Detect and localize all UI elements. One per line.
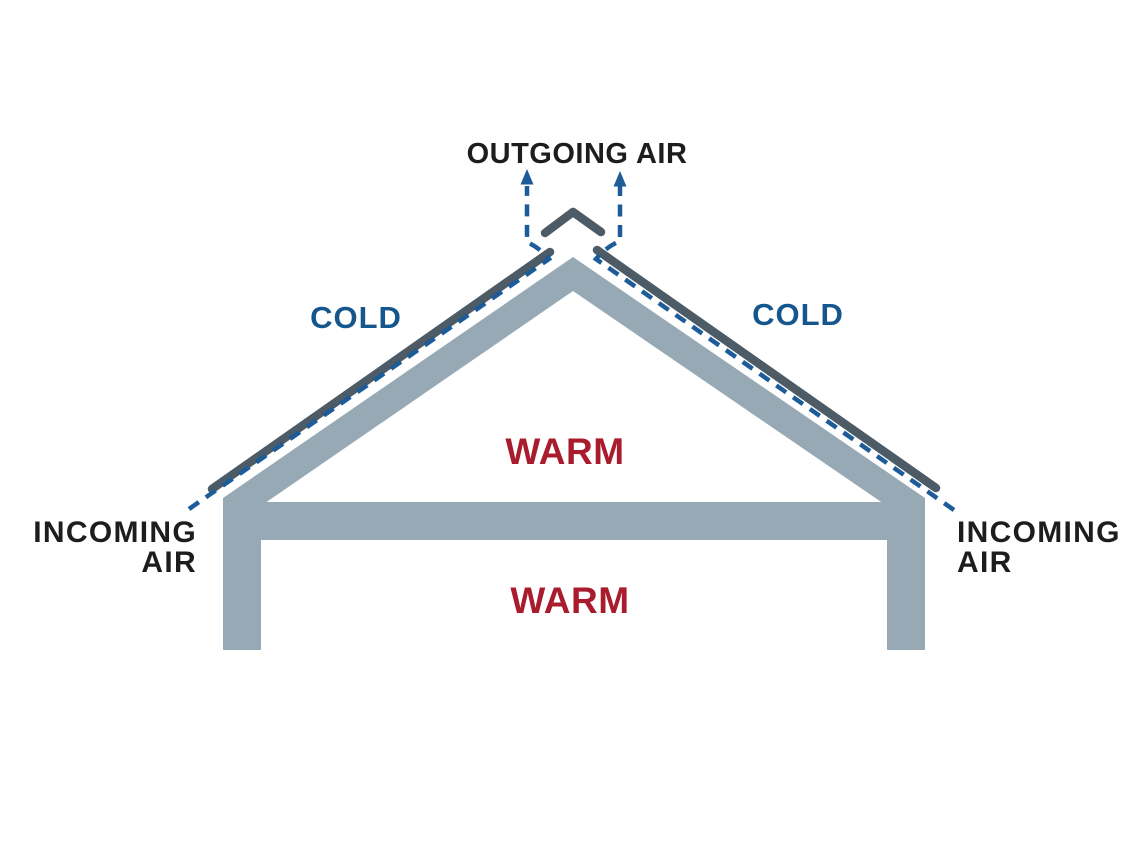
up-arrow-icon-right (613, 171, 627, 187)
left-wall (223, 500, 261, 650)
incoming-air-left-line2: AIR (141, 546, 197, 579)
outgoing-air-label: OUTGOING AIR (467, 138, 688, 170)
cold-label-right: COLD (752, 297, 844, 332)
cold-label-left: COLD (310, 300, 402, 335)
left-rafter-band (223, 257, 573, 532)
incoming-air-label-right: INCOMING AIR (957, 516, 1121, 579)
left-airflow-path (187, 186, 553, 511)
incoming-air-label-left: INCOMING AIR (33, 516, 197, 579)
left-roof-panel (207, 247, 555, 494)
up-arrow-icon-left (520, 169, 534, 185)
right-wall (887, 500, 925, 650)
incoming-air-left-line1: INCOMING (33, 516, 197, 549)
incoming-air-right-line1: INCOMING (957, 516, 1121, 549)
right-roof-panel (592, 245, 941, 493)
right-rafter-band (573, 257, 925, 532)
ridge-cap (540, 207, 606, 238)
right-airflow-path (592, 186, 956, 512)
warm-label-room: WARM (510, 580, 629, 621)
ceiling-band (223, 502, 925, 540)
incoming-air-right-line2: AIR (957, 546, 1013, 579)
warm-label-attic: WARM (505, 431, 624, 472)
